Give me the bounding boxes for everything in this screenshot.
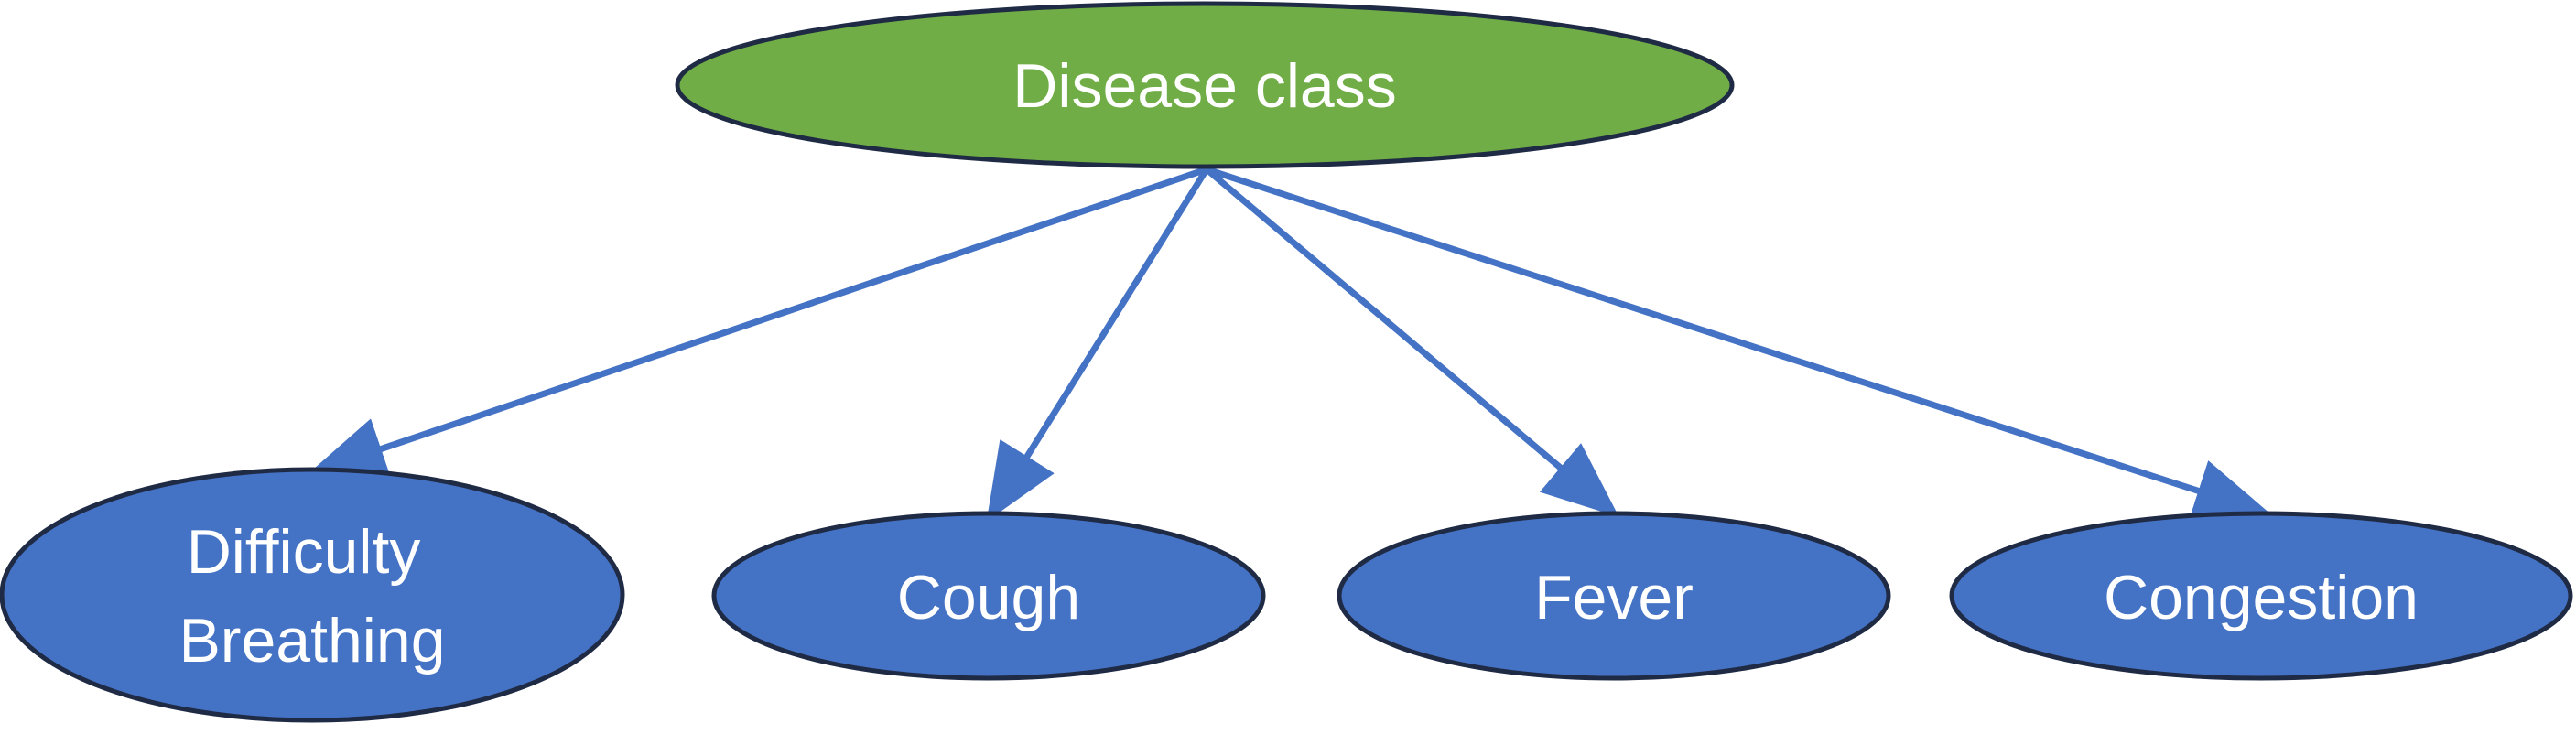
child-node-label: Cough (897, 563, 1080, 632)
edge-to-fever (1204, 167, 1619, 518)
edge-to-difficulty-breathing (308, 166, 1208, 480)
child-node-label-line: Breathing (179, 606, 445, 675)
root-node: Disease class (675, 1, 1735, 169)
child-node-congestion: Congestion (1949, 511, 2573, 681)
root-node-label: Disease class (1012, 51, 1397, 121)
child-node-shape (1337, 511, 1891, 681)
edge-to-congestion (1205, 166, 2272, 522)
child-node-cough: Cough (711, 511, 1266, 681)
root-node-shape (675, 1, 1735, 169)
child-node-difficulty-breathing: Difficulty Breathing (0, 467, 625, 723)
edge-to-cough (986, 167, 1209, 522)
child-node-label: Congestion (2104, 563, 2419, 632)
child-node-label: Difficulty Breathing (179, 517, 445, 675)
child-node-label-line: Difficulty (187, 517, 421, 587)
child-node-fever: Fever (1337, 511, 1891, 681)
child-node-label: Fever (1534, 563, 1694, 632)
edges (308, 166, 2272, 522)
child-node-shape (711, 511, 1266, 681)
child-node-shape (1949, 511, 2573, 681)
child-node-shape (0, 467, 625, 723)
